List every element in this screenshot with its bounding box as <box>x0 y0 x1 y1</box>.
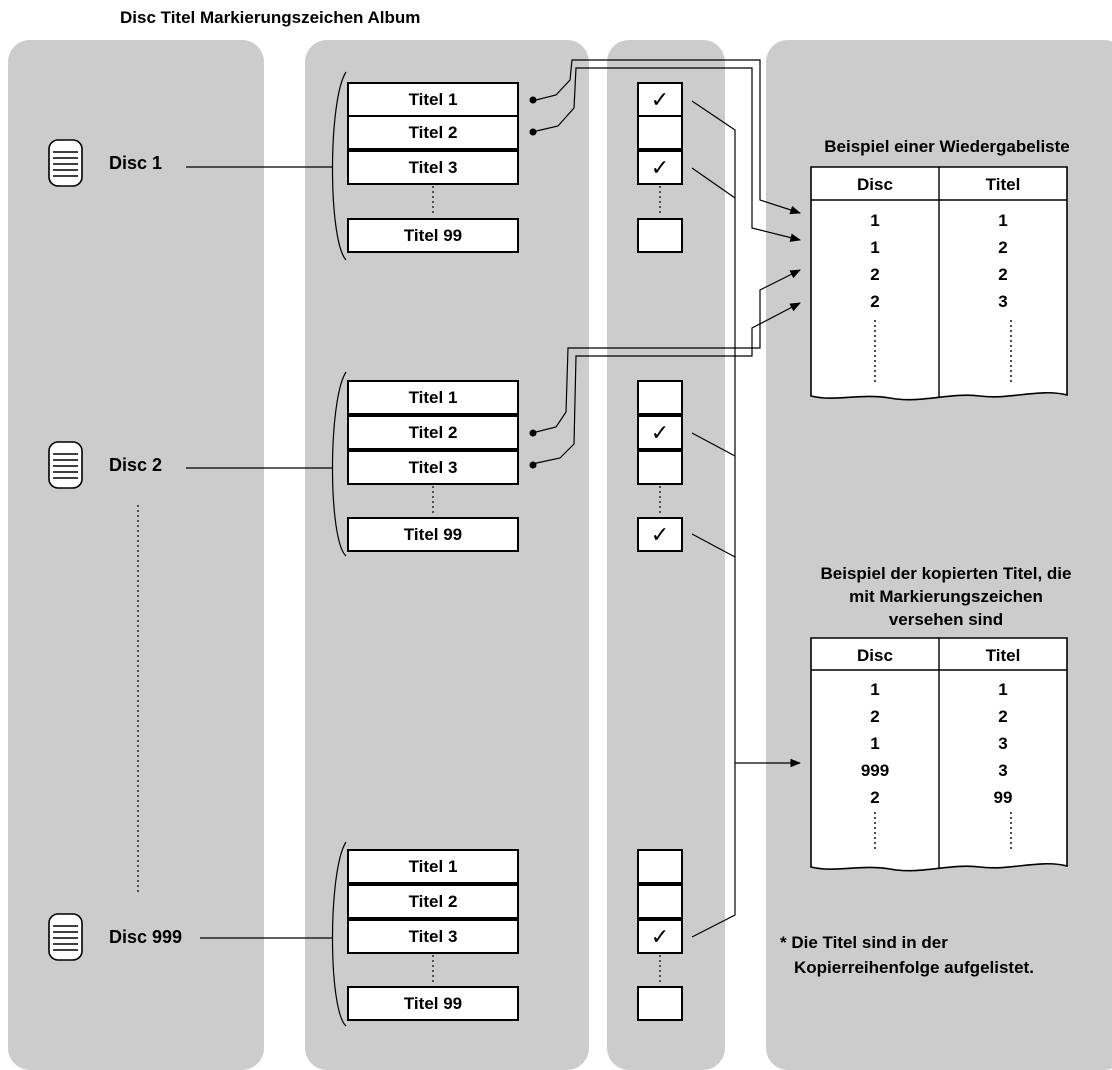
marker-box: ✓ <box>637 517 683 552</box>
disc-icon <box>48 139 83 187</box>
playlist-header-titel: Titel <box>985 175 1021 194</box>
copied-table: Disc Titel 1 1 2 2 1 3 999 3 2 99 <box>811 638 1067 878</box>
copied-header-disc: Disc <box>857 646 893 665</box>
playlist-header-disc: Disc <box>857 175 893 194</box>
disc-icon <box>48 913 83 961</box>
playlist-cell: 1 <box>870 211 880 230</box>
title-box: Titel 99 <box>347 517 519 552</box>
marker-box <box>637 380 683 415</box>
marker-box: ✓ <box>637 150 683 185</box>
disc-label-1: Disc 1 <box>109 153 163 173</box>
playlist-table: Disc Titel 1 1 1 2 2 2 2 3 <box>811 167 1067 407</box>
footnote: * Die Titel sind in der Kopierreihenfolg… <box>780 930 1034 980</box>
copied-cell: 2 <box>870 707 880 726</box>
checkmark-icon: ✓ <box>650 154 670 180</box>
marker-box <box>637 986 683 1021</box>
marker-box <box>637 849 683 884</box>
playlist-cell: 1 <box>998 211 1008 230</box>
checkmark-icon: ✓ <box>650 923 670 949</box>
playlist-cell: 2 <box>870 292 880 311</box>
playlist-cell: 2 <box>870 265 880 284</box>
title-box: Titel 1 <box>347 849 519 884</box>
marker-box: ✓ <box>637 82 683 117</box>
copied-cell: 999 <box>860 761 890 780</box>
disc-label-2: Disc 2 <box>109 455 163 475</box>
copied-caption: Beispiel der kopierten Titel, die mit Ma… <box>776 562 1112 631</box>
title-box: Titel 99 <box>347 986 519 1021</box>
title-box: Titel 99 <box>347 218 519 253</box>
title-box: Titel 3 <box>347 919 519 954</box>
title-box: Titel 2 <box>347 415 519 450</box>
marker-box <box>637 450 683 485</box>
column-header: Disc Titel Markierungszeichen Album <box>120 8 421 27</box>
title-box: Titel 2 <box>347 884 519 919</box>
copied-caption-line: versehen sind <box>888 610 1004 629</box>
disc-icon <box>48 441 83 489</box>
copied-cell: 1 <box>870 734 880 753</box>
marker-box: ✓ <box>637 415 683 450</box>
marker-box <box>637 884 683 919</box>
marker-box: ✓ <box>637 919 683 954</box>
disc-panel <box>8 40 264 1070</box>
copied-header-titel: Titel <box>985 646 1021 665</box>
checkmark-icon: ✓ <box>650 521 670 547</box>
title-box: Titel 3 <box>347 150 519 185</box>
marker-box <box>637 218 683 253</box>
marker-box <box>637 115 683 150</box>
disc-label-999: Disc 999 <box>109 927 183 947</box>
copied-cell: 1 <box>998 680 1008 699</box>
playlist-cell: 1 <box>870 238 880 257</box>
playlist-cell: 2 <box>998 238 1008 257</box>
copied-caption-line: mit Markierungszeichen <box>849 587 1043 606</box>
copied-cell: 2 <box>870 788 880 807</box>
footnote-line: Kopierreihenfolge aufgelistet. <box>794 958 1034 977</box>
title-box: Titel 1 <box>347 380 519 415</box>
footnote-line: * Die Titel sind in der <box>780 933 948 952</box>
copied-cell: 2 <box>998 707 1008 726</box>
title-box: Titel 1 <box>347 82 519 117</box>
copied-cell: 99 <box>993 788 1013 807</box>
title-box: Titel 2 <box>347 115 519 150</box>
playlist-cell: 3 <box>998 292 1008 311</box>
playlist-caption: Beispiel einer Wiedergabeliste <box>824 137 1070 156</box>
copied-cell: 3 <box>998 734 1008 753</box>
checkmark-icon: ✓ <box>650 86 670 112</box>
playlist-cell: 2 <box>998 265 1008 284</box>
copied-cell: 1 <box>870 680 880 699</box>
copied-cell: 3 <box>998 761 1008 780</box>
checkmark-icon: ✓ <box>650 419 670 445</box>
title-box: Titel 3 <box>347 450 519 485</box>
copied-caption-line: Beispiel der kopierten Titel, die <box>820 564 1072 583</box>
